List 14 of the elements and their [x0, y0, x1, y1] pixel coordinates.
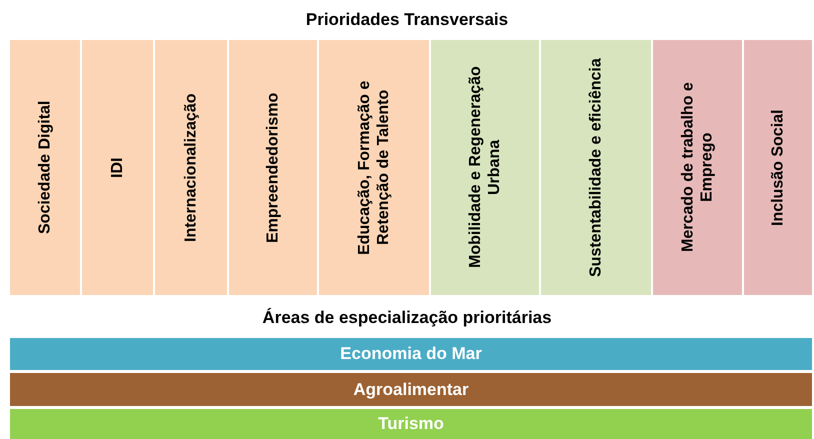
diagram-title: Prioridades Transversais [304, 10, 510, 30]
priority-column: Inclusão Social [744, 40, 812, 295]
priority-column: Internacionalização [155, 40, 227, 295]
priority-column: IDI [82, 40, 153, 295]
priority-column: Mobilidade e Regeneração Urbana [431, 40, 539, 295]
priority-column: Empreendedorismo [229, 40, 317, 295]
priority-column: Mercado de trabalho e Emprego [653, 40, 742, 295]
sector-bar: Turismo [10, 409, 812, 439]
priority-column: Educação, Formação e Retenção de Talento [319, 40, 429, 295]
priority-column: Sustentabilidade e eficiência [541, 40, 651, 295]
section-heading: Áreas de especialização prioritárias [261, 308, 553, 328]
sector-bar: Agroalimentar [10, 373, 812, 406]
priority-column: Sociedade Digital [10, 40, 80, 295]
sector-bar: Economia do Mar [10, 338, 812, 370]
